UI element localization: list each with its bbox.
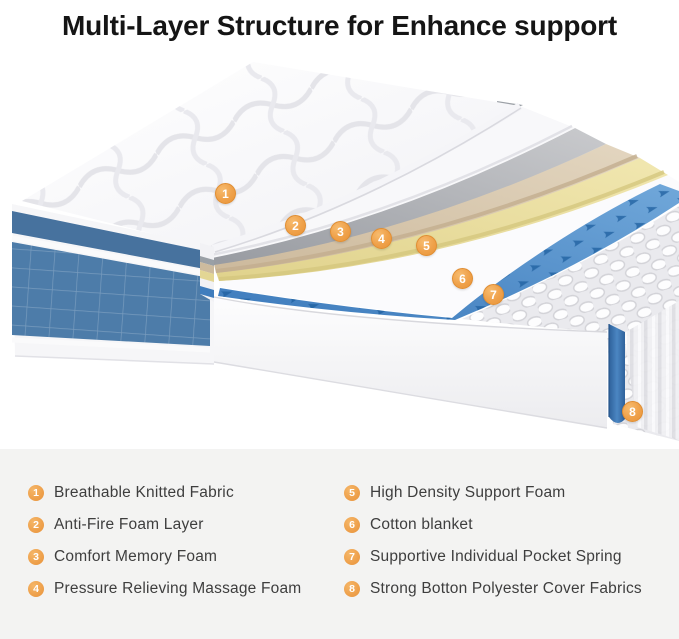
legend-column-right: 5 High Density Support Foam 6 Cotton bla… [344,482,642,610]
callout-6: 6 [452,268,473,289]
cotton-blanket-layer [219,175,679,317]
legend-label: Strong Botton Polyester Cover Fabrics [370,580,642,597]
legend-item: 6 Cotton blanket [344,514,642,536]
callout-3: 3 [330,221,351,242]
memory-foam-layer [212,128,606,265]
legend-number-badge: 6 [344,517,360,533]
legend-item: 4 Pressure Relieving Massage Foam [28,578,301,600]
legend-item: 8 Strong Botton Polyester Cover Fabrics [344,578,642,600]
legend-number-badge: 2 [28,517,44,533]
legend-label: Anti-Fire Foam Layer [54,516,204,533]
legend-number-badge: 4 [28,581,44,597]
legend-number-badge: 5 [344,485,360,501]
callout-7: 7 [483,284,504,305]
callout-5: 5 [416,235,437,256]
front-base-panel [213,296,608,429]
callout-2: 2 [285,215,306,236]
legend-label: High Density Support Foam [370,484,566,501]
side-fabric-panel [11,204,215,365]
callout-4: 4 [371,228,392,249]
page-title: Multi-Layer Structure for Enhance suppor… [62,10,617,41]
legend-item: 2 Anti-Fire Foam Layer [28,514,301,536]
massage-foam-layer [214,144,640,273]
side-support-foam [608,324,625,424]
legend-number-badge: 1 [28,485,44,501]
quilted-top-layer [22,62,523,253]
layer-stack-cut-edge [200,243,214,302]
legend-number-badge: 3 [28,549,44,565]
callout-1: 1 [215,183,236,204]
legend-item: 1 Breathable Knitted Fabric [28,482,301,504]
legend-number-badge: 7 [344,549,360,565]
legend-number-badge: 8 [344,581,360,597]
callout-8: 8 [622,401,643,422]
legend-label: Comfort Memory Foam [54,548,218,565]
legend-column-left: 1 Breathable Knitted Fabric 2 Anti-Fire … [28,482,301,610]
legend-label: Supportive Individual Pocket Spring [370,548,622,565]
support-foam-layer [216,158,668,281]
legend: 1 Breathable Knitted Fabric 2 Anti-Fire … [0,449,679,639]
legend-item: 3 Comfort Memory Foam [28,546,301,568]
legend-label: Breathable Knitted Fabric [54,484,234,501]
legend-label: Cotton blanket [370,516,473,533]
legend-label: Pressure Relieving Massage Foam [54,580,302,597]
legend-item: 7 Supportive Individual Pocket Spring [344,546,642,568]
mattress-diagram [11,62,679,441]
legend-item: 5 High Density Support Foam [344,482,642,504]
